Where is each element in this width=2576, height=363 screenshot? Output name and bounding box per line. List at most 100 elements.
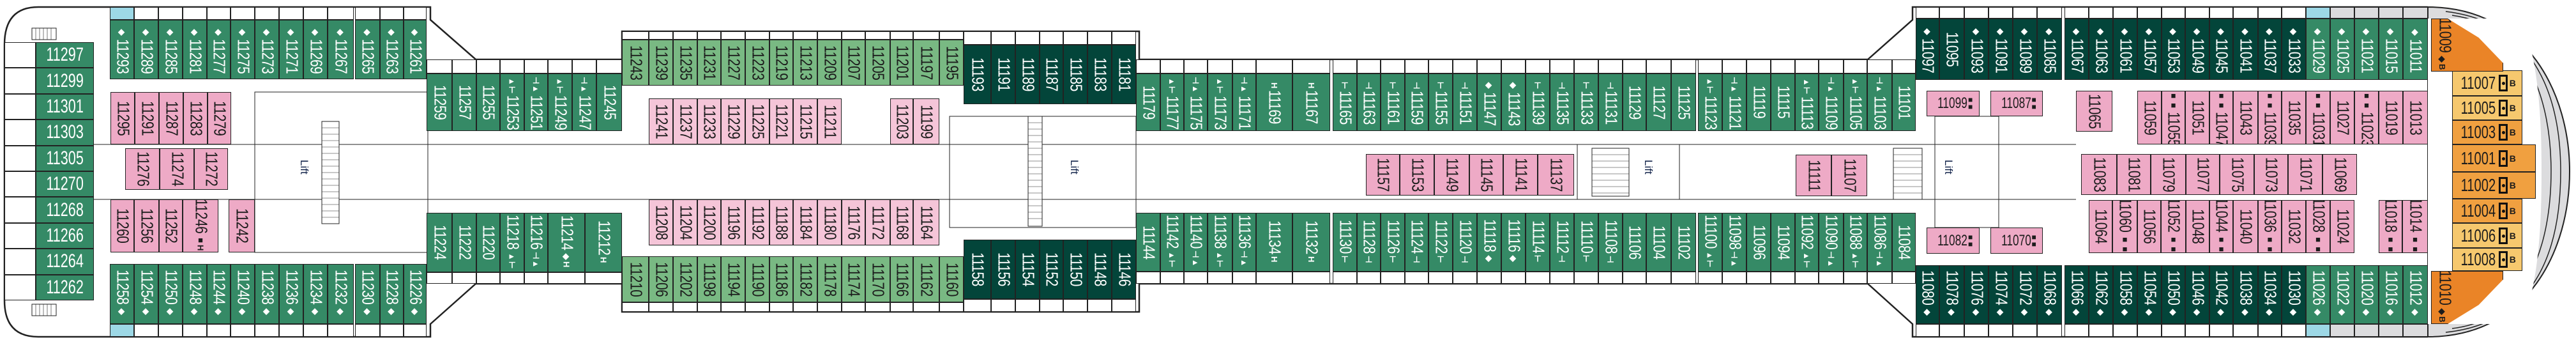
cabin-11140[interactable]: 11140⊣▸ xyxy=(1184,213,1208,272)
cabin-11022[interactable]: 11022◆ xyxy=(2330,265,2354,324)
cabin-11089[interactable]: ◆11089 xyxy=(2013,19,2037,80)
cabin-11092[interactable]: 11092▸⊢ xyxy=(1795,213,1819,272)
cabin-11024[interactable]: 11024 xyxy=(2330,200,2354,253)
cabin-11090[interactable]: 11090⊣▸ xyxy=(1819,213,1844,272)
cabin-11161[interactable]: ⊢11161 xyxy=(1381,73,1405,131)
cabin-11073[interactable]: 11073 xyxy=(2254,154,2288,195)
cabin-11270[interactable]: 11270 xyxy=(36,171,94,197)
cabin-11023[interactable]: ■■11023 xyxy=(2354,91,2379,144)
cabin-11106[interactable]: 11106 xyxy=(1623,213,1646,272)
cabin-11157[interactable]: 11157 xyxy=(1366,154,1400,196)
cabin-11219[interactable]: 11219 xyxy=(769,40,793,86)
cabin-11155[interactable]: ⊢11155 xyxy=(1428,73,1453,131)
cabin-11040[interactable]: 11040 xyxy=(2233,200,2258,253)
cabin-11080[interactable]: 11080◆ xyxy=(1916,265,1939,324)
cabin-11136[interactable]: 11136⊣▸ xyxy=(1232,213,1256,272)
cabin-11071[interactable]: 11071 xyxy=(2288,154,2322,195)
cabin-11152[interactable]: 11152 xyxy=(1040,240,1063,299)
cabin-11164[interactable]: 11164 xyxy=(913,199,939,245)
cabin-11077[interactable]: 11077 xyxy=(2186,154,2220,195)
cabin-11137[interactable]: 11137 xyxy=(1538,154,1574,196)
cabin-11279[interactable]: 11279 xyxy=(208,92,231,144)
cabin-11203[interactable]: 11203 xyxy=(890,98,913,144)
cabin-11171[interactable]: ⊣▸11171 xyxy=(1232,73,1256,131)
cabin-11227[interactable]: 11227 xyxy=(721,40,745,86)
cabin-11175[interactable]: ⊣▸11175 xyxy=(1184,73,1208,131)
cabin-11094[interactable]: 11094 xyxy=(1771,213,1795,272)
cabin-11056[interactable]: 11056 xyxy=(2137,200,2161,253)
cabin-11299[interactable]: 11299 xyxy=(36,68,94,94)
cabin-11283[interactable]: 11283 xyxy=(183,92,208,144)
cabin-11138[interactable]: 11138▸⊢ xyxy=(1208,213,1232,272)
cabin-11262[interactable]: 11262 xyxy=(36,274,94,300)
cabin-11246[interactable]: 11246■H xyxy=(183,199,218,252)
cabin-11196[interactable]: 11196 xyxy=(721,199,745,245)
cabin-11264[interactable]: 11264 xyxy=(36,249,94,275)
cabin-11114[interactable]: 11114⊢ xyxy=(1526,213,1550,272)
cabin-11224[interactable]: 11224 xyxy=(427,213,452,272)
cabin-11274[interactable]: 11274 xyxy=(160,148,194,190)
cabin-11172[interactable]: 11172 xyxy=(865,199,890,245)
cabin-11014[interactable]: 11014■■ xyxy=(2402,200,2428,253)
cabin-11185[interactable]: 11185 xyxy=(1063,45,1087,104)
cabin-11168[interactable]: 11168 xyxy=(890,199,913,245)
cabin-11221[interactable]: 11221 xyxy=(769,98,793,144)
cabin-11085[interactable]: ◆11085 xyxy=(2037,19,2062,80)
cabin-11026[interactable]: 11026◆ xyxy=(2306,265,2330,324)
cabin-11053[interactable]: ◆11053 xyxy=(2162,19,2185,80)
cabin-11243[interactable]: 11243 xyxy=(622,40,649,86)
cabin-11039[interactable]: ■■11039 xyxy=(2258,91,2282,144)
cabin-11028[interactable]: 11028■■ xyxy=(2306,200,2330,253)
cabin-11084[interactable]: 11084 xyxy=(1892,213,1916,272)
cabin-11177[interactable]: ▸⊢11177 xyxy=(1160,73,1184,131)
cabin-11025[interactable]: ◆11025 xyxy=(2330,19,2354,80)
cabin-11058[interactable]: 11058◆ xyxy=(2113,265,2137,324)
cabin-11235[interactable]: 11235 xyxy=(673,40,697,86)
cabin-11277[interactable]: ◆11277 xyxy=(207,20,231,79)
cabin-11050[interactable]: 11050◆ xyxy=(2162,265,2185,324)
cabin-11119[interactable]: 11119 xyxy=(1746,73,1771,131)
cabin-11075[interactable]: 11075 xyxy=(2220,154,2254,195)
cabin-11253[interactable]: ▸⊢11253 xyxy=(500,73,524,131)
cabin-11192[interactable]: 11192 xyxy=(745,199,769,245)
cabin-11048[interactable]: 11048 xyxy=(2186,200,2209,253)
cabin-11209[interactable]: 11209 xyxy=(817,40,842,86)
cabin-11240[interactable]: 11240◆ xyxy=(231,264,255,324)
cabin-11205[interactable]: 11205 xyxy=(865,40,890,86)
cabin-11125[interactable]: 11125 xyxy=(1671,73,1696,131)
cabin-11239[interactable]: 11239 xyxy=(649,40,673,86)
cabin-11144[interactable]: 11144 xyxy=(1136,213,1160,272)
cabin-11042[interactable]: 11042◆ xyxy=(2209,265,2233,324)
cabin-11086[interactable]: 11086⊣▸ xyxy=(1867,213,1892,272)
cabin-11047[interactable]: ■■11047 xyxy=(2209,91,2233,144)
cabin-11190[interactable]: 11190 xyxy=(745,256,769,302)
cabin-11149[interactable]: 11149 xyxy=(1434,154,1469,196)
cabin-11015[interactable]: ◆11015 xyxy=(2379,19,2403,80)
cabin-11214[interactable]: 11214◆H xyxy=(548,213,585,272)
cabin-11105[interactable]: ▸⊢11105 xyxy=(1844,73,1867,131)
cabin-11097[interactable]: ◆11097 xyxy=(1916,19,1939,80)
cabin-11238[interactable]: 11238◆ xyxy=(255,264,279,324)
cabin-11051[interactable]: 11051 xyxy=(2185,91,2209,144)
cabin-11145[interactable]: 11145 xyxy=(1469,154,1503,196)
cabin-11194[interactable]: 11194 xyxy=(721,256,745,302)
cabin-11045[interactable]: ◆11045 xyxy=(2209,19,2233,80)
cabin-11029[interactable]: ◆11029 xyxy=(2306,19,2330,80)
cabin-11069[interactable]: 11069 xyxy=(2322,154,2357,195)
cabin-11111[interactable]: 11111 xyxy=(1796,155,1831,196)
cabin-11301[interactable]: 11301 xyxy=(36,93,94,120)
cabin-11226[interactable]: 11226◆ xyxy=(404,264,427,324)
cabin-11133[interactable]: ⊢11133 xyxy=(1574,73,1598,131)
cabin-11065[interactable]: 11065 xyxy=(2076,91,2112,132)
cabin-11234[interactable]: 11234◆ xyxy=(303,264,328,324)
cabin-11273[interactable]: ◆11273 xyxy=(255,20,279,79)
cabin-11215[interactable]: 11215 xyxy=(793,98,817,144)
cabin-11062[interactable]: 11062◆ xyxy=(2089,265,2113,324)
cabin-11030[interactable]: 11030◆ xyxy=(2282,265,2306,324)
cabin-11285[interactable]: ◆11285 xyxy=(158,20,183,79)
cabin-11129[interactable]: 11129 xyxy=(1623,73,1646,131)
